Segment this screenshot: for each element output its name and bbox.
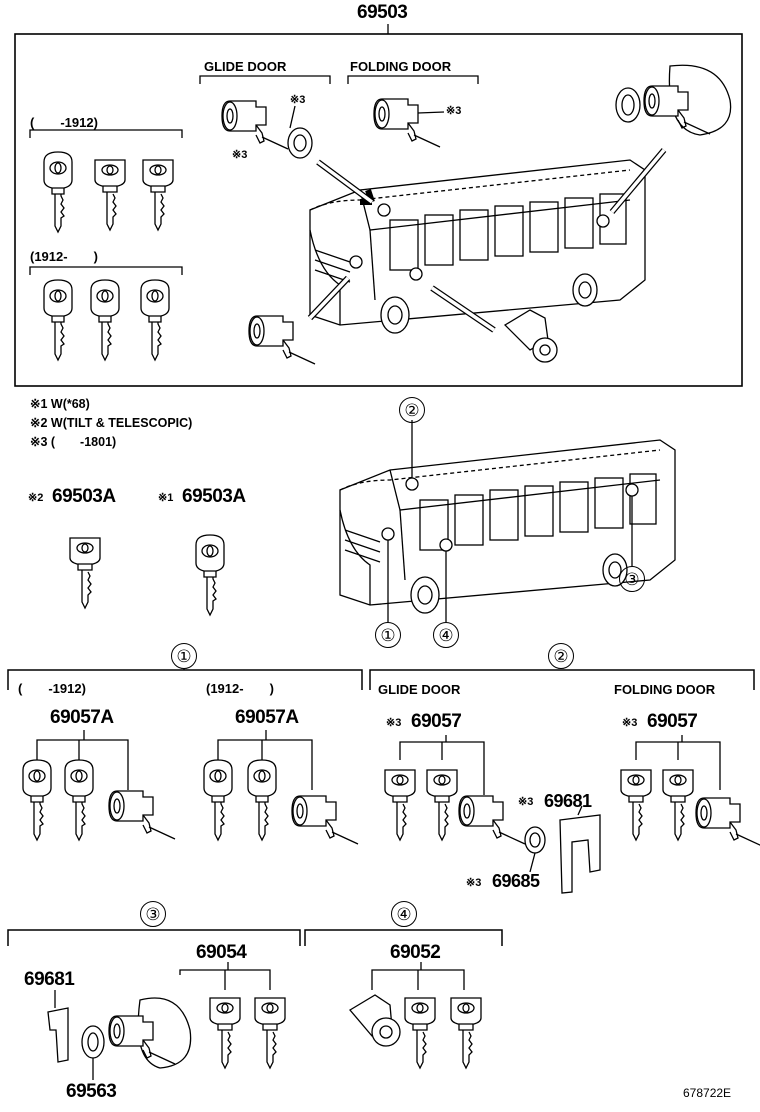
section-1-part-left: 69057A bbox=[50, 707, 114, 728]
section-3-part-b: 69054 bbox=[196, 942, 247, 963]
section-2-number: ② bbox=[548, 643, 574, 669]
location-marker-4: ④ bbox=[433, 622, 459, 648]
section-2-folding-label: FOLDING DOOR bbox=[614, 682, 716, 697]
section-4-number: ④ bbox=[391, 901, 417, 927]
location-marker-3: ③ bbox=[619, 566, 645, 592]
key-range-after: (1912- ) bbox=[30, 249, 98, 264]
key2-mark: ※1 bbox=[158, 492, 174, 504]
section-2-folding-mark: ※3 bbox=[622, 717, 638, 729]
section-2-extra1-mark: ※3 bbox=[518, 796, 534, 808]
section-1-range-left: ( -1912) bbox=[18, 681, 86, 696]
section-2-extra2-part: 69685 bbox=[492, 871, 540, 891]
mark3-folding: ※3 bbox=[446, 105, 462, 117]
key1-mark: ※2 bbox=[28, 492, 44, 504]
location-marker-2: ② bbox=[399, 397, 425, 423]
section-4-part: 69052 bbox=[390, 942, 441, 963]
section-1-number: ① bbox=[171, 643, 197, 669]
main-part-number: 69503 bbox=[357, 2, 408, 23]
section-2-extra2-mark: ※3 bbox=[466, 877, 482, 889]
section-2-folding-part: 69057 bbox=[647, 711, 698, 732]
section-1-range-right: (1912- ) bbox=[206, 681, 274, 696]
location-marker-1: ① bbox=[375, 622, 401, 648]
section-3-part-c: 69563 bbox=[66, 1081, 117, 1102]
key-range-before: ( -1912) bbox=[30, 115, 98, 130]
section-1-part-right: 69057A bbox=[235, 707, 299, 728]
mark3-glide: ※3 bbox=[232, 149, 248, 161]
section-3-part-a: 69681 bbox=[24, 969, 75, 990]
mark3-ring: ※3 bbox=[290, 94, 306, 106]
note-3: ※3 ( -1801) bbox=[30, 435, 117, 449]
section-2-glide-mark: ※3 bbox=[386, 717, 402, 729]
section-2-glide-label: GLIDE DOOR bbox=[378, 682, 461, 697]
note-2: ※2 W(TILT & TELESCOPIC) bbox=[30, 416, 193, 430]
folding-door-label: FOLDING DOOR bbox=[350, 59, 452, 74]
note-1: ※1 W(*68) bbox=[30, 397, 90, 411]
section-2-extra1-part: 69681 bbox=[544, 791, 592, 811]
section-3-number: ③ bbox=[140, 901, 166, 927]
glide-door-label: GLIDE DOOR bbox=[204, 59, 287, 74]
section-2-glide-part: 69057 bbox=[411, 711, 462, 732]
figure-code: 678722E bbox=[683, 1086, 732, 1100]
key2-part: 69503A bbox=[182, 486, 246, 507]
key1-part: 69503A bbox=[52, 486, 116, 507]
